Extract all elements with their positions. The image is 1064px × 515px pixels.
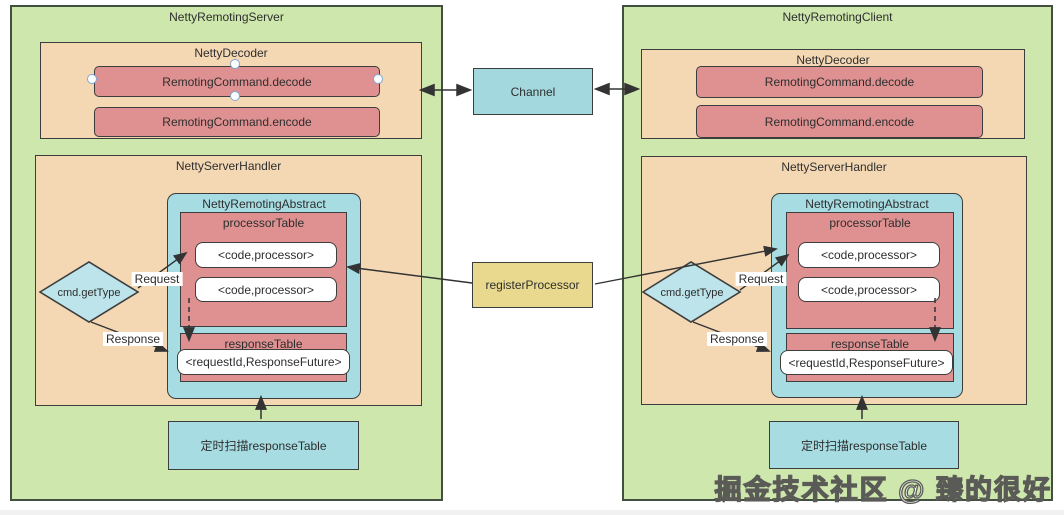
server-group-title: NettyRemotingServer <box>169 10 284 24</box>
server-encode-label: RemotingCommand.encode <box>162 115 312 129</box>
server-processor-table-title: processorTable <box>222 216 305 230</box>
client-processor-entry-1-label: <code,processor> <box>820 248 918 262</box>
server-processor-entry-2[interactable]: <code,processor> <box>195 277 337 302</box>
server-decode-label: RemotingCommand.decode <box>162 74 312 89</box>
channel-node[interactable]: Channel <box>473 68 593 115</box>
decode-selection-handle-right[interactable] <box>373 74 383 84</box>
client-encode-label: RemotingCommand.encode <box>764 114 915 129</box>
server-handler-panel[interactable]: NettyServerHandler NettyRemotingAbstract… <box>35 155 422 406</box>
client-decoder-panel[interactable]: NettyDecoder RemotingCommand.decode Remo… <box>641 49 1025 139</box>
bottom-strip <box>0 510 1064 515</box>
client-handler-panel[interactable]: NettyServerHandler NettyRemotingAbstract… <box>641 156 1027 405</box>
client-remoting-abstract[interactable]: NettyRemotingAbstract processorTable <co… <box>771 193 963 398</box>
client-decision-label: cmd.getType <box>660 287 724 299</box>
register-processor-label: registerProcessor <box>485 278 580 292</box>
client-decode-node[interactable]: RemotingCommand.decode <box>696 66 983 98</box>
server-scan-label: 定时扫描responseTable <box>200 439 327 453</box>
server-encode-node[interactable]: RemotingCommand.encode <box>94 107 380 137</box>
client-processor-table[interactable]: processorTable <code,processor> <code,pr… <box>786 212 954 329</box>
server-decoder-title: NettyDecoder <box>194 46 268 60</box>
client-abstract-title: NettyRemotingAbstract <box>805 197 929 211</box>
client-response-table[interactable]: responseTable <requestId,ResponseFuture> <box>780 333 954 382</box>
server-decision-label: cmd.getType <box>57 287 121 299</box>
client-handler-title: NettyServerHandler <box>781 160 887 174</box>
decode-selection-handle-bottom[interactable] <box>230 91 240 101</box>
client-response-table-title: responseTable <box>830 337 910 351</box>
client-decoder-title: NettyDecoder <box>796 53 870 67</box>
client-processor-entry-2[interactable]: <code,processor> <box>798 277 940 302</box>
server-response-entry-label: <requestId,ResponseFuture> <box>185 355 342 369</box>
client-group-title: NettyRemotingClient <box>782 10 893 24</box>
client-processor-entry-2-label: <code,processor> <box>820 282 918 297</box>
server-remoting-abstract[interactable]: NettyRemotingAbstract processorTable <co… <box>167 193 361 399</box>
client-scan-node[interactable]: 定时扫描responseTable <box>769 421 959 469</box>
server-processor-entry-1[interactable]: <code,processor> <box>195 242 337 268</box>
client-scan-label: 定时扫描responseTable <box>800 438 928 453</box>
client-request-label: Request <box>735 272 787 286</box>
watermark-text: 掘金技术社区 @ 臻的很好 <box>714 474 1052 505</box>
client-response-entry-label: <requestId,ResponseFuture> <box>788 355 945 370</box>
client-processor-table-title: processorTable <box>829 216 911 230</box>
client-response-entry[interactable]: <requestId,ResponseFuture> <box>780 350 953 375</box>
register-processor-node[interactable]: registerProcessor <box>472 262 593 308</box>
server-response-entry[interactable]: <requestId,ResponseFuture> <box>177 349 350 375</box>
client-group[interactable]: NettyRemotingClient NettyDecoder Remotin… <box>622 5 1053 501</box>
server-response-table[interactable]: responseTable <requestId,ResponseFuture> <box>177 333 350 382</box>
decode-selection-handle-top[interactable] <box>230 59 240 69</box>
client-response-label: Response <box>706 332 768 346</box>
decode-selection-handle-left[interactable] <box>87 74 97 84</box>
server-decoder-panel[interactable]: NettyDecoder RemotingCommand.decode Remo… <box>40 42 422 139</box>
server-handler-title: NettyServerHandler <box>175 159 282 173</box>
server-processor-table[interactable]: processorTable <code,processor> <code,pr… <box>180 212 347 327</box>
client-processor-entry-1[interactable]: <code,processor> <box>798 242 940 268</box>
server-response-table-title: responseTable <box>224 337 303 351</box>
server-request-label: Request <box>131 272 183 286</box>
channel-label: Channel <box>510 84 556 99</box>
server-response-label: Response <box>102 332 164 346</box>
server-abstract-title: NettyRemotingAbstract <box>202 197 326 211</box>
server-processor-entry-1-label: <code,processor> <box>217 248 315 262</box>
client-decode-label: RemotingCommand.decode <box>764 75 915 89</box>
server-scan-node[interactable]: 定时扫描responseTable <box>168 421 359 470</box>
server-processor-entry-2-label: <code,processor> <box>217 282 315 297</box>
client-encode-node[interactable]: RemotingCommand.encode <box>696 105 983 138</box>
